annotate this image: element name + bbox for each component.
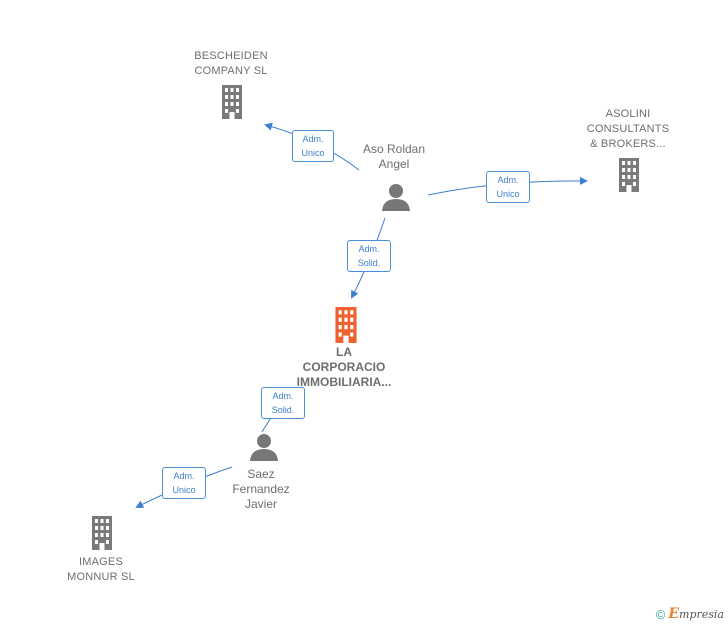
person-icon[interactable] bbox=[249, 432, 279, 462]
building-icon-main[interactable] bbox=[330, 306, 362, 344]
footer-brand: © Empresia bbox=[656, 606, 724, 622]
node-label-bescheiden: BESCHEIDEN COMPANY SL bbox=[194, 50, 268, 77]
node-label-aso-roldan: Aso Roldan Angel bbox=[362, 142, 426, 171]
edge-badge-saez-corporacio[interactable]: Adm. Solid. bbox=[261, 387, 305, 419]
edge-badge-aso-asolini[interactable]: Adm. Unico bbox=[486, 171, 530, 203]
edge-badge-aso-corporacio[interactable]: Adm. Solid. bbox=[347, 240, 391, 272]
brand-logo[interactable]: Empresia bbox=[668, 606, 724, 622]
node-label-la-corporacio: LA CORPORACIO IMMOBILIARIA... bbox=[296, 345, 392, 389]
node-label-asolini: ASOLINI CONSULTANTS & BROKERS... bbox=[586, 108, 670, 150]
node-label-images-monnur: IMAGES MONNUR SL bbox=[67, 556, 135, 583]
edge-badge-aso-bescheiden[interactable]: Adm. Unico bbox=[292, 130, 334, 162]
building-icon[interactable] bbox=[217, 84, 247, 120]
node-label-saez: Saez Fernandez Javier bbox=[232, 467, 290, 511]
building-icon[interactable] bbox=[87, 515, 117, 551]
edge-badge-saez-images[interactable]: Adm. Unico bbox=[162, 467, 206, 499]
building-icon[interactable] bbox=[614, 157, 644, 193]
copyright-icon: © bbox=[655, 606, 666, 622]
person-icon[interactable] bbox=[381, 182, 411, 212]
